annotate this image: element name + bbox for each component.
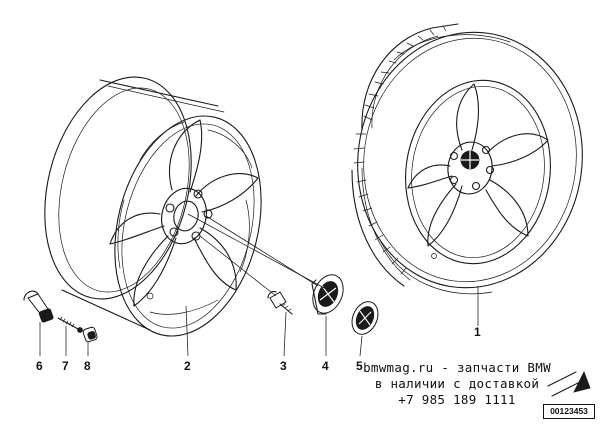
wheel-tyre-drawing xyxy=(351,23,583,295)
emblem-drawing xyxy=(351,301,379,335)
callout-numbers: 1 2 3 4 5 6 7 8 xyxy=(36,325,481,373)
callout-1: 1 xyxy=(474,325,481,339)
valve-insert-drawing xyxy=(57,316,83,333)
callout-7: 7 xyxy=(62,359,69,373)
watermark-line-1: bmwmag.ru - запчасти BMW xyxy=(363,360,551,375)
drawing-number: 00123453 xyxy=(543,404,595,419)
callout-6: 6 xyxy=(36,359,43,373)
callout-4: 4 xyxy=(322,359,329,373)
callout-2: 2 xyxy=(184,359,191,373)
watermark-line-3: +7 985 189 1111 xyxy=(398,392,516,407)
tyre-valve-drawing xyxy=(23,290,54,323)
callout-5: 5 xyxy=(356,359,363,373)
arrow-icon xyxy=(547,371,591,397)
callout-3: 3 xyxy=(280,359,287,373)
valve-cap-drawing xyxy=(82,326,98,343)
wheel-bolt-drawing xyxy=(267,290,293,315)
rim-drawing xyxy=(44,76,262,337)
watermark-line-2: в наличии с доставкой xyxy=(374,376,540,391)
watermark: bmwmag.ru - запчасти BMW в наличии с дос… xyxy=(346,360,568,408)
leader-lines xyxy=(39,213,479,357)
callout-8: 8 xyxy=(84,359,91,373)
hub-cap-drawing xyxy=(311,274,344,315)
